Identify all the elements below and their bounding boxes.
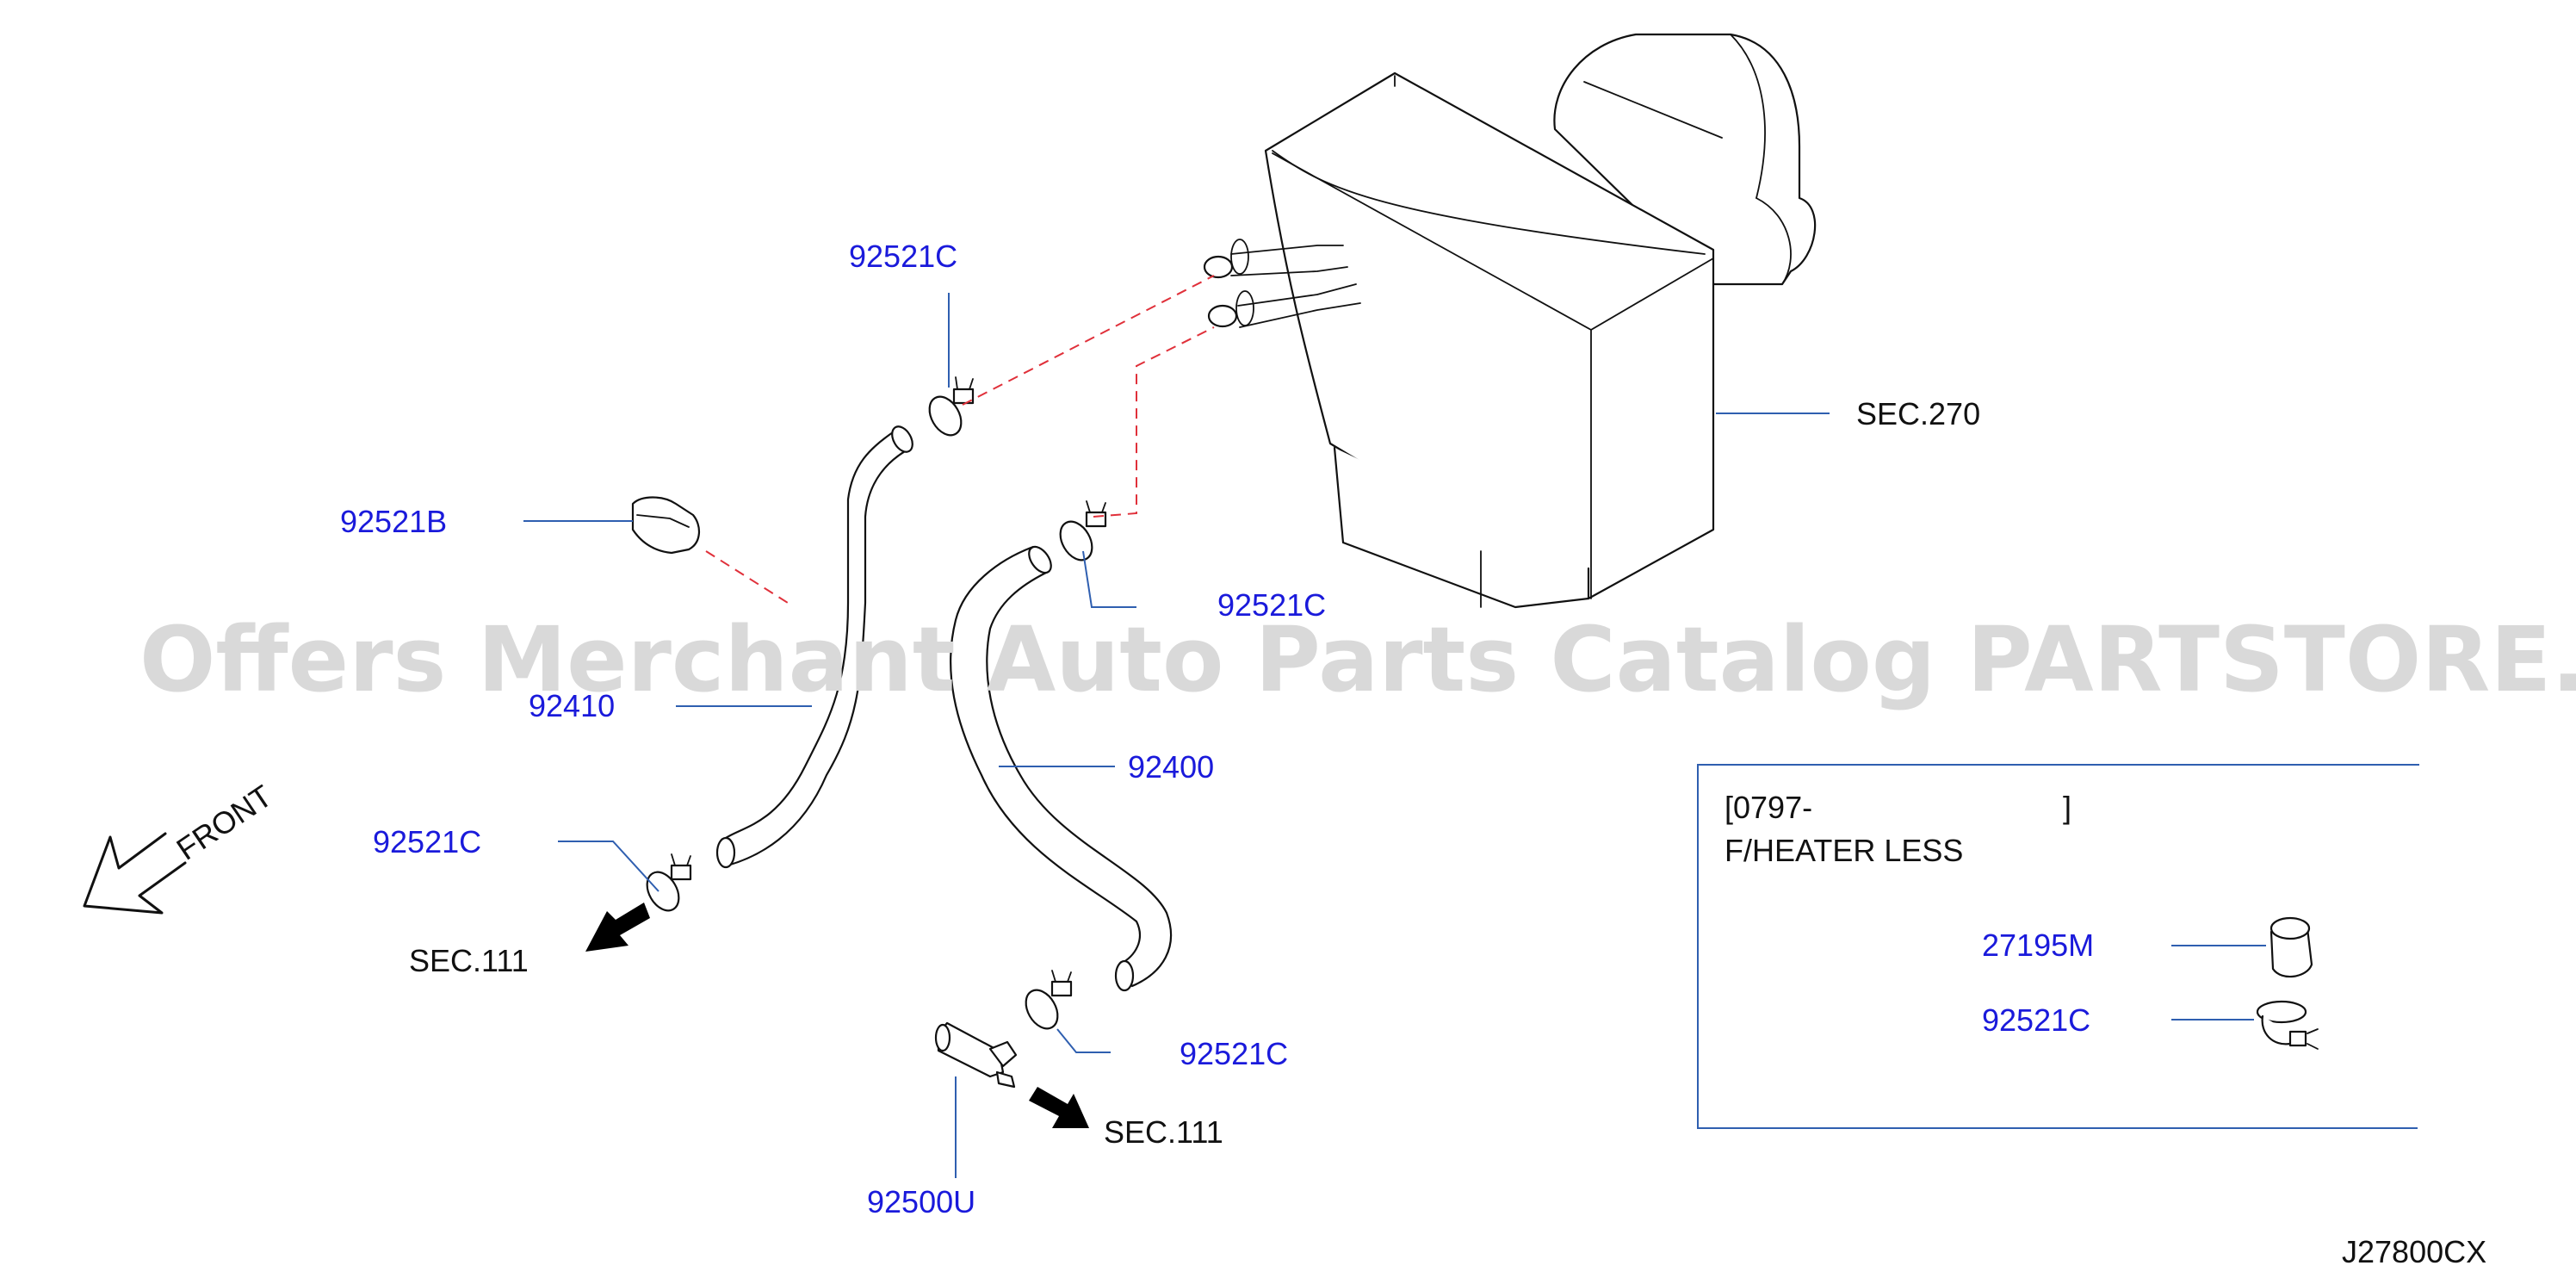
front-arrow-icon: [83, 832, 187, 915]
inset-date-range-end: ]: [2063, 790, 2071, 825]
label-front: FRONT: [170, 778, 279, 866]
clamp-bottom: [1025, 970, 1073, 1030]
label-sec-engine-left: SEC.111: [409, 943, 529, 978]
plug-92521b: [631, 496, 700, 555]
label-cap: 27195M: [1982, 927, 2094, 963]
watermark: Offers Merchant Auto Parts Catalog PARTS…: [139, 607, 2576, 712]
dashed-connections: [705, 275, 1215, 604]
label-plug: 92521B: [340, 504, 447, 539]
arrow-to-sec111-bottom: [1029, 1087, 1089, 1128]
diagram-code: J27800CX: [2342, 1234, 2486, 1269]
inset-date-range: [0797-: [1725, 790, 1812, 825]
inset-clamp: [2256, 1000, 2319, 1050]
leader-lines: [523, 293, 1830, 1178]
heater-unit: [1203, 33, 1817, 609]
label-inset-clamp: 92521C: [1982, 1002, 2090, 1038]
label-hose-left: 92410: [529, 688, 615, 723]
label-hose-right: 92400: [1128, 749, 1214, 785]
label-clamp-mid: 92521C: [1217, 587, 1326, 623]
inset-variant: F/HEATER LESS: [1725, 833, 1963, 868]
hose-92410: [715, 425, 913, 869]
label-clamp-left: 92521C: [373, 824, 481, 859]
hose-92400: [950, 545, 1172, 992]
label-valve: 92500U: [867, 1184, 975, 1219]
valve-92500u: [934, 1021, 1018, 1089]
label-sec-engine-bottom: SEC.111: [1104, 1114, 1223, 1150]
label-clamp-top: 92521C: [849, 239, 957, 274]
arrow-to-sec111-left: [585, 903, 650, 952]
label-clamp-bottom: 92521C: [1180, 1036, 1288, 1071]
clamp-mid: [1059, 500, 1107, 561]
cap-27195m: [2269, 916, 2313, 978]
clamp-top: [928, 376, 975, 437]
clamp-left: [646, 853, 692, 912]
label-sec-heater: SEC.270: [1856, 396, 1980, 431]
variant-inset: [0797- ] F/HEATER LESS 27195M 92521C: [1697, 764, 2419, 1129]
